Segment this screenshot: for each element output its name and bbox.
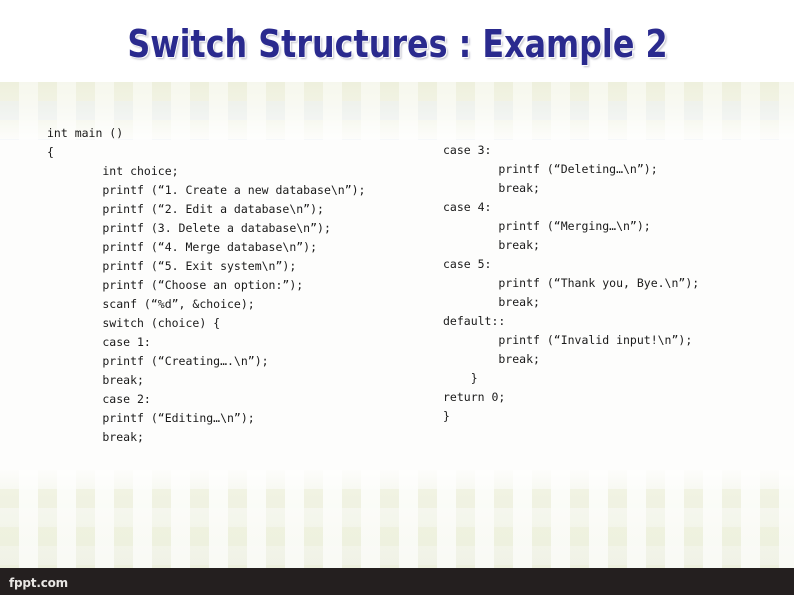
code-line: default:: <box>443 314 506 328</box>
code-line: break; <box>47 373 144 387</box>
slide-background-mosaic-top <box>0 82 794 140</box>
slide-background-mosaic-bottom <box>0 470 794 568</box>
code-line: } <box>443 371 478 385</box>
code-line: scanf (“%d”, &choice); <box>47 297 255 311</box>
code-line: case 1: <box>47 335 151 349</box>
code-line: printf (“5. Exit system\n”); <box>47 259 297 273</box>
code-line: break; <box>443 295 540 309</box>
code-line: int choice; <box>47 164 179 178</box>
code-line: printf (“Invalid input!\n”); <box>443 333 693 347</box>
code-line: printf (“Thank you, Bye.\n”); <box>443 276 700 290</box>
code-line: printf (3. Delete a database\n”); <box>47 221 331 235</box>
code-line: printf (“1. Create a new database\n”); <box>47 183 366 197</box>
code-line: case 3: <box>443 143 492 157</box>
code-line: case 4: <box>443 200 492 214</box>
code-line: break; <box>443 238 540 252</box>
slide-background-middle <box>0 140 794 478</box>
code-line: break; <box>443 181 540 195</box>
code-line: return 0; <box>443 390 506 404</box>
code-line: printf (“Deleting…\n”); <box>443 162 658 176</box>
code-line: break; <box>47 430 144 444</box>
code-line: case 2: <box>47 392 151 406</box>
code-line: printf (“Editing…\n”); <box>47 411 255 425</box>
code-line: printf (“Merging…\n”); <box>443 219 651 233</box>
slide-title-container: Switch Structures : Example 2 <box>0 21 794 66</box>
code-line: case 5: <box>443 257 492 271</box>
footer-logo: fppt.com <box>9 576 68 590</box>
code-line: switch (choice) { <box>47 316 221 330</box>
code-block-right-column: case 3: printf (“Deleting…\n”); break; ca… <box>443 141 699 426</box>
code-line: printf (“4. Merge database\n”); <box>47 240 318 254</box>
slide-title: Switch Structures : Example 2 <box>126 21 668 66</box>
code-line: } <box>443 409 450 423</box>
code-line: printf (“Choose an option:”); <box>47 278 304 292</box>
code-line: int main () <box>47 126 124 140</box>
code-line: break; <box>443 352 540 366</box>
footer-bar <box>0 568 794 595</box>
code-block-left-column: int main () { int choice; printf (“1. Cre… <box>47 124 366 447</box>
code-line: printf (“2. Edit a database\n”); <box>47 202 324 216</box>
code-line: { <box>47 145 54 159</box>
slide-background-band <box>0 82 794 140</box>
code-line: printf (“Creating….\n”); <box>47 354 269 368</box>
slide-background-top <box>0 0 794 83</box>
